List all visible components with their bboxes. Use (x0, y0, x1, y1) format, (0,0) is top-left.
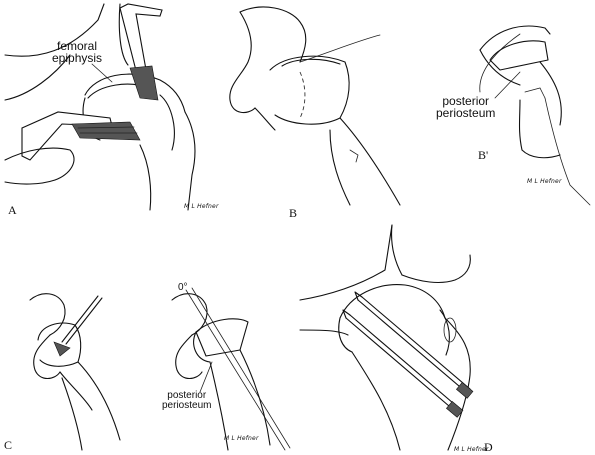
panel-a-drawing (4, 3, 196, 211)
posterior-periosteum-b-prime-text: posterior periosteum (436, 94, 496, 120)
panel-d-signature: M L Hefner (454, 446, 489, 453)
panel-b-prime-signature: M L Hefner (527, 178, 562, 185)
panel-b-letter: B (289, 206, 298, 220)
posterior-periosteum-c-text: posterior periosteum (162, 390, 212, 411)
posterior-periosteum-label-c: posterior periosteum (162, 391, 211, 411)
panel-a-letter: A (8, 203, 17, 217)
panel-c-letter: C (4, 438, 13, 452)
panel-b-prime-letter: B' (478, 148, 489, 162)
panel-b-prime-drawing (479, 25, 591, 206)
panel-d-drawing (299, 224, 474, 451)
panel-d-letter: D (484, 440, 493, 454)
panel-c-left-drawing (29, 293, 121, 451)
zero-degree-label: 0° (178, 282, 188, 293)
femoral-epiphysis-label: femoral epiphysis (52, 40, 102, 64)
panel-c-signature: M L Hefner (224, 435, 259, 442)
panel-a-signature: M L Hefner (184, 203, 219, 210)
panel-b-drawing (229, 6, 401, 206)
femoral-epiphysis-label-text: femoral epiphysis (52, 39, 103, 65)
panel-c-right-drawing (171, 287, 291, 451)
posterior-periosteum-label-b-prime: posterior periosteum (436, 95, 495, 119)
